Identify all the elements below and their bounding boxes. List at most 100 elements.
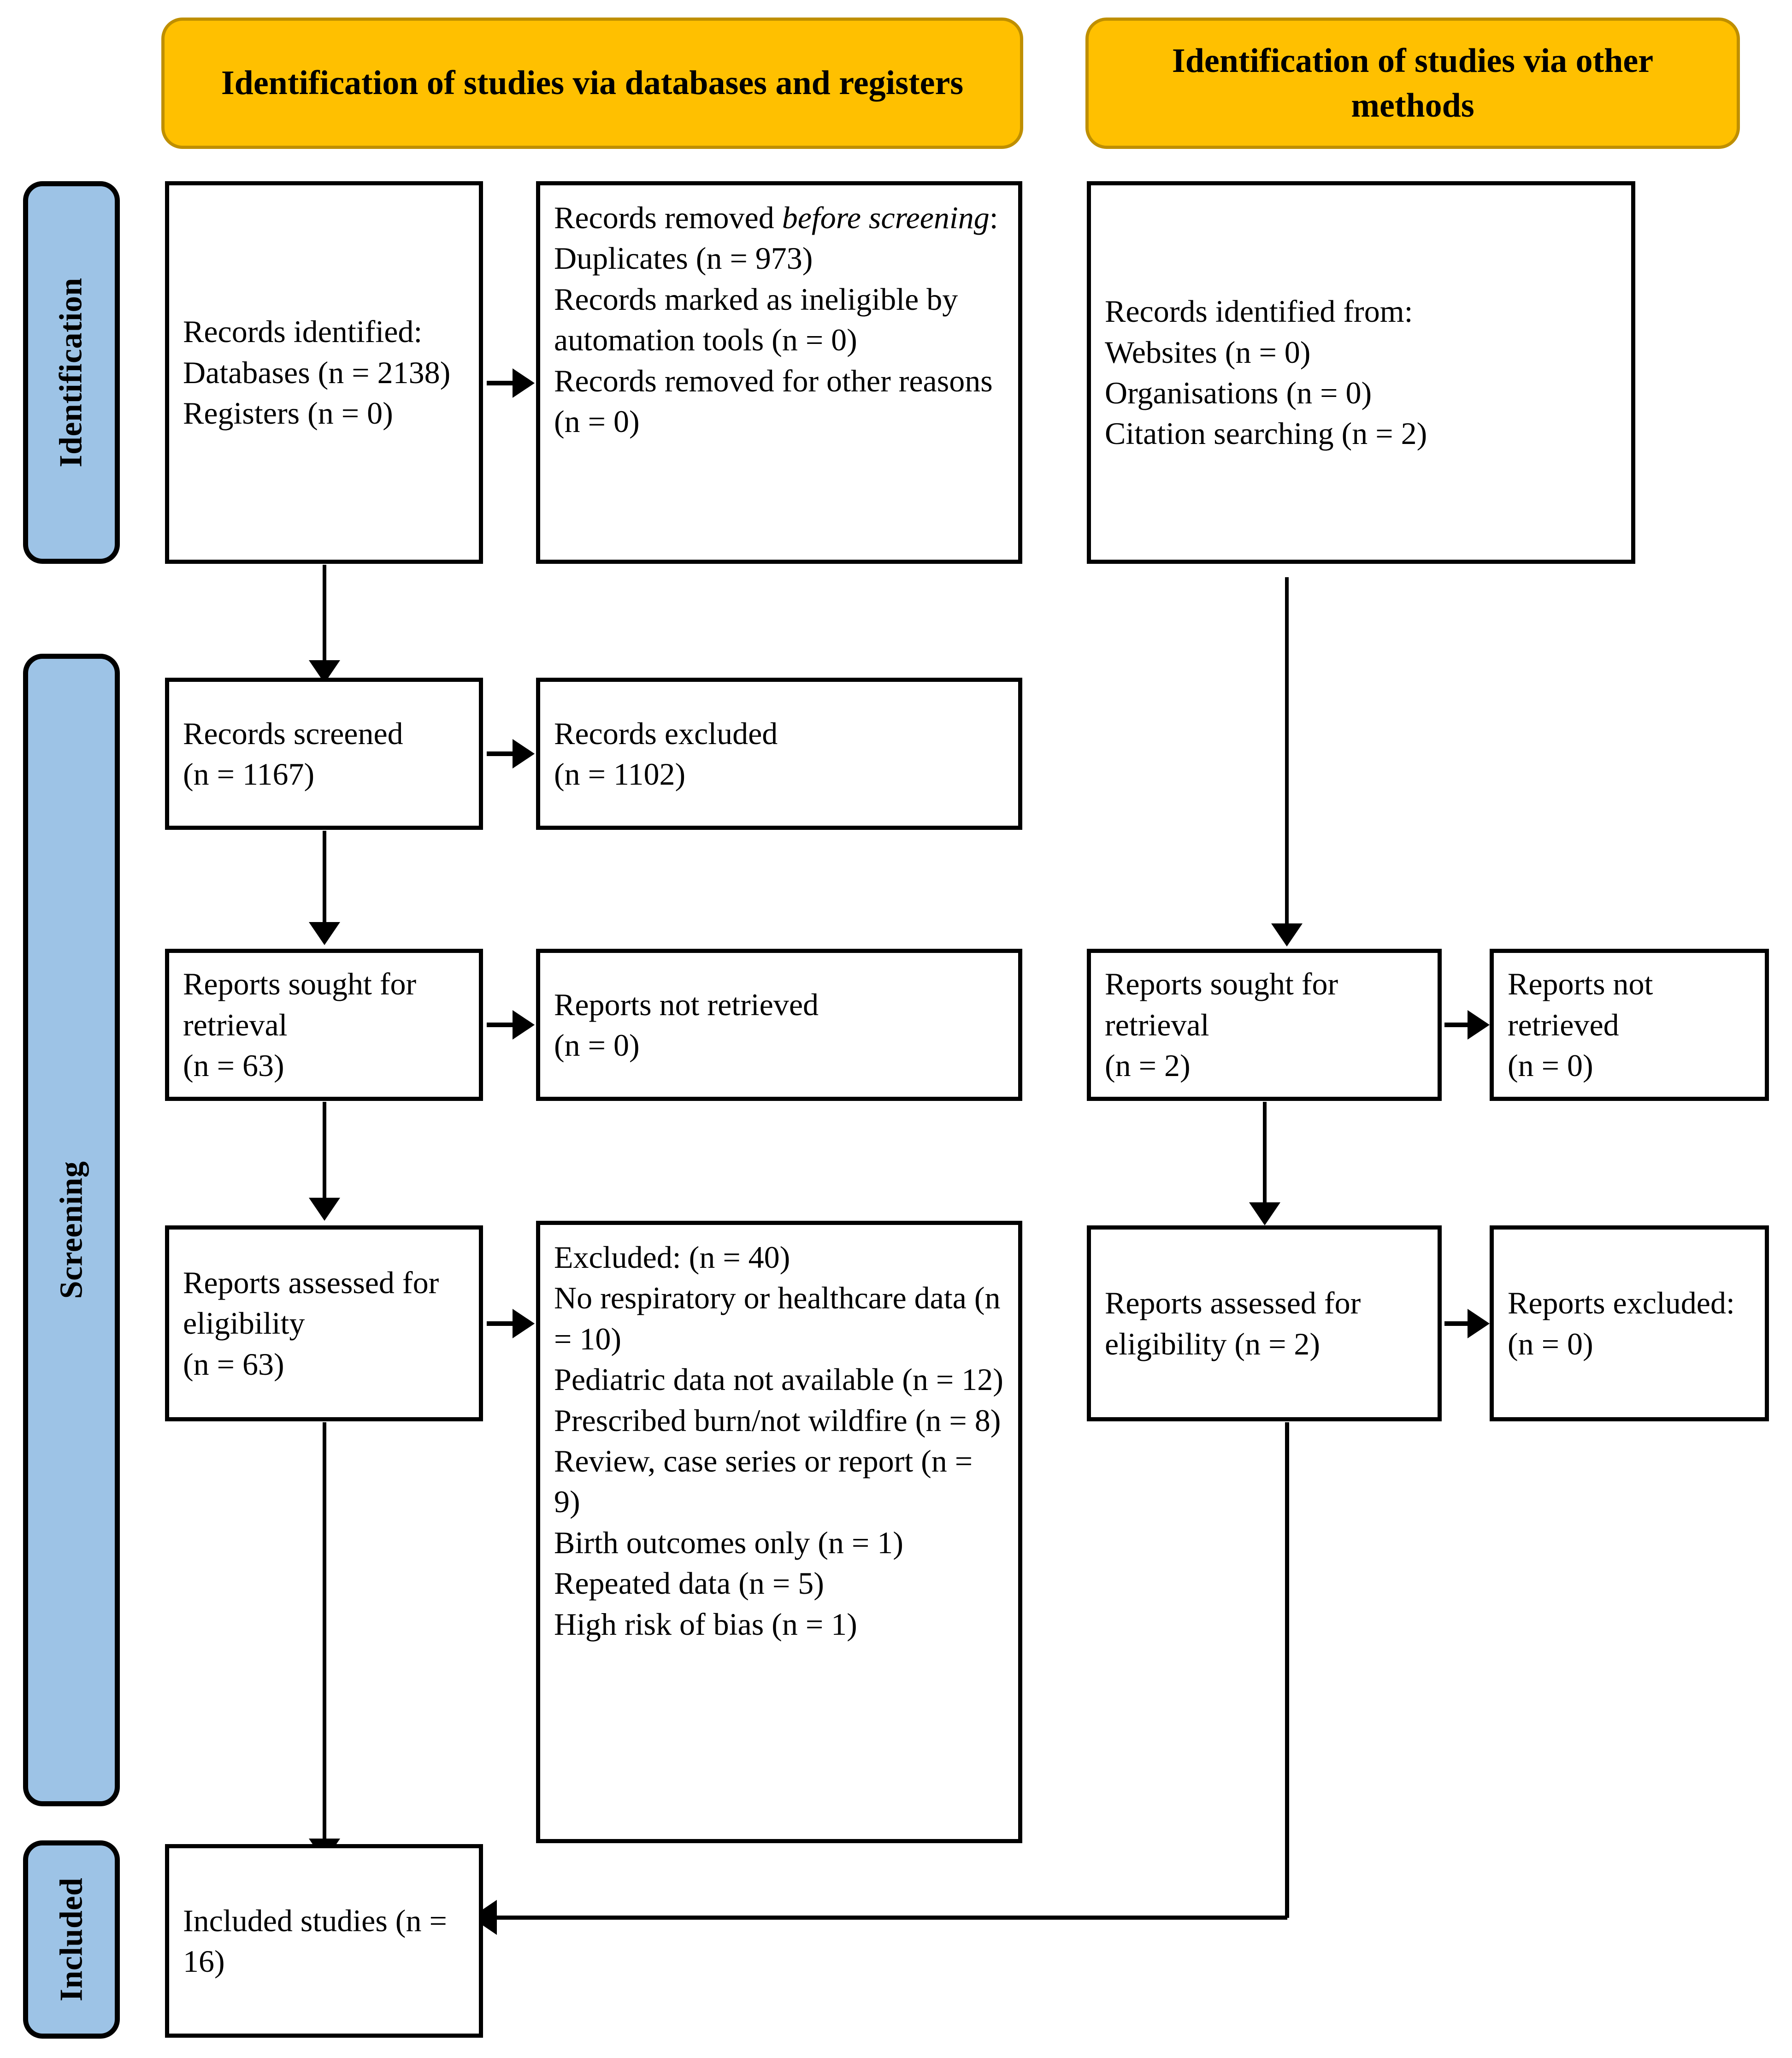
box-reports-excluded-right-text: Reports excluded: (n = 0): [1508, 1283, 1751, 1364]
header-other-methods: Identification of studies via other meth…: [1085, 18, 1740, 149]
line: (n = 63): [183, 1346, 284, 1382]
box-records-screened-text: Records screened (n = 1167): [183, 713, 465, 795]
box-records-screened: Records screened (n = 1167): [165, 678, 483, 830]
line: Records removed for other reasons (n = 0…: [554, 363, 993, 439]
connector-assessed-right-to-included-horizontal: [495, 1916, 1287, 1920]
line: Reports sought for retrieval: [1105, 966, 1338, 1042]
connector-assessed-right-to-included-vertical: [1285, 1422, 1289, 1918]
box-records-excluded-text: Records excluded (n = 1102): [554, 713, 1004, 795]
line: Review, case series or report (n = 9): [554, 1443, 973, 1520]
box-reports-not-retrieved-left-text: Reports not retrieved (n = 0): [554, 984, 1004, 1066]
line: Databases (n = 2138): [183, 355, 451, 390]
line: Citation searching (n = 2): [1105, 416, 1427, 451]
box-reports-sought-right-text: Reports sought for retrieval (n = 2): [1105, 964, 1424, 1086]
line: Duplicates (n = 973): [554, 241, 813, 276]
removed-heading-plain: Records removed: [554, 200, 782, 235]
stage-label-included-text: Included: [53, 1877, 89, 2002]
connector-sought-to-not-retrieved-left: [487, 1023, 515, 1027]
removed-heading-italic: before screening: [782, 200, 990, 235]
box-reports-assessed-right: Reports assessed for eligibility (n = 2): [1087, 1225, 1442, 1421]
box-records-identified-from-other: Records identified from: Websites (n = 0…: [1087, 181, 1635, 564]
arrowhead-screened-to-sought: [309, 922, 340, 945]
arrowhead-sought-to-assessed-left: [309, 1198, 340, 1221]
line: Websites (n = 0): [1105, 334, 1311, 370]
box-records-identified-from-other-text: Records identified from: Websites (n = 0…: [1105, 291, 1617, 454]
connector-assessed-to-excluded-right: [1444, 1321, 1469, 1326]
box-excluded-reasons-text: Excluded: (n = 40) No respiratory or hea…: [554, 1237, 1004, 1644]
stage-label-identification: Identification: [23, 181, 120, 564]
line: (n = 1102): [554, 757, 686, 792]
arrowhead-sought-to-not-retrieved-right: [1468, 1010, 1490, 1040]
box-records-removed-text: Records removed before screening: Duplic…: [554, 197, 1004, 442]
connector-screened-to-sought: [323, 831, 326, 925]
line: Registers (n = 0): [183, 396, 393, 431]
connector-identified-to-removed: [487, 381, 515, 385]
line: Pediatric data not available (n = 12): [554, 1362, 1003, 1397]
line: (n = 0): [1508, 1326, 1593, 1361]
line: Organisations (n = 0): [1105, 375, 1372, 410]
line: No respiratory or healthcare data (n = 1…: [554, 1280, 1001, 1356]
arrowhead-sought-to-assessed-right: [1249, 1202, 1280, 1225]
line: Reports not retrieved: [1508, 966, 1653, 1042]
header-other-methods-label: Identification of studies via other meth…: [1172, 42, 1654, 124]
header-databases-registers-label: Identification of studies via databases …: [221, 64, 964, 102]
box-reports-assessed-left-text: Reports assessed for eligibility (n = 63…: [183, 1262, 465, 1384]
connector-screened-to-excluded: [487, 751, 515, 756]
line: Records excluded: [554, 716, 778, 751]
line: Reports not retrieved: [554, 987, 819, 1022]
line: Prescribed burn/not wildfire (n = 8): [554, 1402, 1001, 1438]
arrowhead-identified-to-removed: [513, 368, 535, 398]
box-reports-sought-left-text: Reports sought for retrieval (n = 63): [183, 964, 465, 1086]
stage-label-screening: Screening: [23, 654, 120, 1806]
box-reports-excluded-right: Reports excluded: (n = 0): [1490, 1225, 1769, 1421]
box-reports-not-retrieved-right-text: Reports not retrieved (n = 0): [1508, 964, 1751, 1086]
connector-assessed-to-included-left: [323, 1422, 326, 1842]
arrowhead-screened-to-excluded: [513, 739, 535, 769]
box-reports-assessed-right-text: Reports assessed for eligibility (n = 2): [1105, 1283, 1424, 1364]
box-reports-not-retrieved-right: Reports not retrieved (n = 0): [1490, 949, 1769, 1101]
connector-identified-to-screened: [323, 565, 326, 664]
line: Reports assessed for eligibility (n = 2): [1105, 1285, 1361, 1361]
box-records-identified-text: Records identified: Databases (n = 2138)…: [183, 311, 465, 433]
connector-other-identified-to-sought: [1285, 577, 1289, 932]
connector-sought-to-assessed-left: [323, 1102, 326, 1201]
box-records-excluded: Records excluded (n = 1102): [536, 678, 1022, 830]
arrowhead-sought-to-not-retrieved-left: [513, 1010, 535, 1040]
stage-label-included: Included: [23, 1840, 120, 2039]
arrowhead-assessed-to-excluded-right: [1468, 1309, 1490, 1338]
header-databases-registers: Identification of studies via databases …: [161, 18, 1023, 149]
box-included-studies: Included studies (n = 16): [165, 1844, 483, 2038]
removed-heading-suffix: :: [989, 200, 998, 235]
line: (n = 0): [1508, 1048, 1593, 1083]
line: (n = 0): [554, 1028, 640, 1063]
box-records-removed-before-screening: Records removed before screening: Duplic…: [536, 181, 1022, 564]
box-reports-sought-right: Reports sought for retrieval (n = 2): [1087, 949, 1442, 1101]
stage-label-identification-text: Identification: [53, 278, 89, 467]
line: Excluded: (n = 40): [554, 1240, 790, 1275]
line: Reports sought for retrieval: [183, 966, 417, 1042]
box-included-studies-text: Included studies (n = 16): [183, 1900, 465, 1982]
arrowhead-assessed-to-excluded-left: [513, 1309, 535, 1338]
line: (n = 2): [1105, 1048, 1191, 1083]
line-heading: Records removed before screening:: [554, 197, 1004, 238]
connector-assessed-to-excluded-left: [487, 1321, 515, 1326]
line: Included studies (n = 16): [183, 1903, 447, 1979]
stage-label-screening-text: Screening: [53, 1161, 89, 1299]
box-reports-assessed-left: Reports assessed for eligibility (n = 63…: [165, 1225, 483, 1421]
line: Reports excluded:: [1508, 1285, 1735, 1321]
line: Birth outcomes only (n = 1) Repeated dat…: [554, 1525, 903, 1601]
line: Records identified:: [183, 314, 423, 349]
line: Records marked as ineligible by automati…: [554, 281, 958, 358]
box-reports-not-retrieved-left: Reports not retrieved (n = 0): [536, 949, 1022, 1101]
connector-sought-to-assessed-right: [1263, 1102, 1267, 1206]
arrowhead-other-identified-to-sought: [1271, 923, 1303, 946]
line: High risk of bias (n = 1): [554, 1606, 857, 1642]
connector-sought-to-not-retrieved-right: [1444, 1023, 1469, 1027]
line: Records identified from:: [1105, 294, 1413, 329]
line: Reports assessed for eligibility: [183, 1265, 439, 1341]
box-records-identified: Records identified: Databases (n = 2138)…: [165, 181, 483, 564]
line: Records screened: [183, 716, 403, 751]
box-reports-sought-left: Reports sought for retrieval (n = 63): [165, 949, 483, 1101]
box-excluded-reasons: Excluded: (n = 40) No respiratory or hea…: [536, 1221, 1022, 1843]
